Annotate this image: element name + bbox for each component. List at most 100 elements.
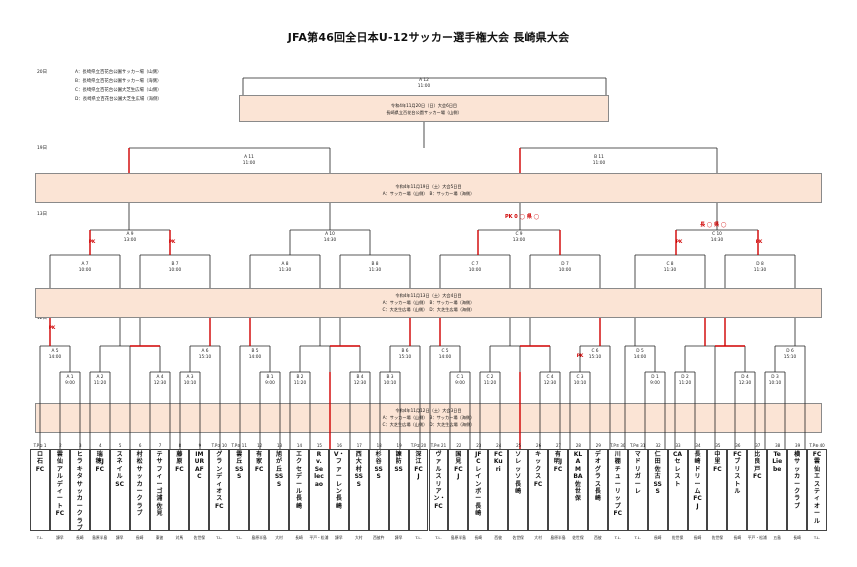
team-cell [89, 449, 110, 531]
day-label-12: 12日 [37, 316, 47, 321]
team-name: IMURAFC [194, 451, 205, 481]
team-seed-number: 24 [488, 443, 508, 448]
team-area: T.L. [236, 535, 243, 540]
team-seed-number: 3 [70, 443, 90, 448]
team-area: 長崎 [474, 535, 483, 540]
team-number: 13 [277, 443, 283, 448]
team-cell [49, 449, 70, 531]
team-cell [567, 449, 588, 531]
pk-mark: PK [48, 326, 56, 331]
team-cell [289, 449, 309, 531]
team-number: 14 [296, 443, 303, 448]
team-number: 20 [421, 443, 427, 448]
team-number: 4 [98, 443, 102, 448]
day12-info-box: 令和4年11月12日（土）大会3日目 A：サッカー場（山側） B：サッカー場（海… [35, 403, 822, 433]
team-cell [787, 449, 808, 531]
final-date: 令和4年11月20日（日）大会6日目 [390, 103, 458, 108]
team-number: 11 [241, 443, 247, 448]
team-name: FCブリストル [733, 451, 742, 496]
team-area: 諫早 [56, 535, 64, 540]
pk-mark: PK [755, 240, 763, 245]
team-name: 杉谷SSS [374, 451, 383, 481]
team-area: 平戸・松浦 [309, 535, 329, 540]
team-name: 川棚チューリップFC [613, 451, 623, 518]
team-number: 40 [819, 443, 825, 448]
day13-venue-ab: A：サッカー場（山側） B：サッカー場（海側） [382, 300, 475, 305]
team-number: 12 [257, 443, 263, 448]
team-cell [667, 449, 688, 531]
team-cell [189, 449, 210, 531]
team-name: 瑞穂JFC [95, 451, 104, 473]
team-name: ロ石FC [35, 451, 45, 473]
venue-c: C：長崎県立百花台公園大芝生広場（山側） [75, 88, 162, 93]
team-number: 9 [198, 443, 202, 448]
team-area: 島原半島 [550, 535, 566, 540]
day-label-19: 19日 [37, 146, 47, 151]
team-number: 30 [620, 443, 626, 448]
team-area: 佐世保 [512, 535, 524, 540]
team-cell [488, 449, 509, 531]
team-cell [627, 449, 648, 531]
team-area: 東彼 [155, 535, 164, 540]
team-name: 長崎ドリームFCJ [693, 451, 702, 510]
team-cell [528, 449, 549, 531]
team-number: 21 [441, 443, 447, 448]
team-cell [69, 449, 90, 531]
team-name: 雲仙アルディートFC [55, 451, 65, 518]
team-cell [209, 449, 230, 531]
team-name: 村松サッカークラブ [136, 451, 143, 518]
team-cell [269, 449, 290, 531]
team-number: 34 [695, 443, 701, 448]
team-area: 長崎 [653, 535, 662, 540]
team-area: 西彼杵 [372, 535, 385, 540]
team-seed-number: 18 [369, 443, 389, 448]
team-seed-number: 13 [269, 443, 289, 448]
team-area: 諫早 [115, 535, 124, 540]
team-area: 島原半島 [92, 535, 108, 540]
team-area: 西彼 [494, 535, 503, 540]
team-number: 19 [396, 443, 402, 448]
team-cell [30, 449, 50, 531]
day19-date: 令和4年11月19日（土）大会5日目 [395, 184, 462, 189]
team-seed-number: 6 [130, 443, 150, 448]
day12-venue-cd: C：大芝生広場（山側） D：大芝生広場（海側） [382, 422, 475, 427]
team-seed: T.P③ [211, 443, 221, 448]
team-seed-number: 19 [389, 443, 409, 448]
team-number: 36 [735, 443, 741, 448]
day12-date: 令和4年11月12日（土）大会3日目 [395, 408, 462, 413]
team-number: 22 [456, 443, 462, 448]
day19-info-box: 令和4年11月19日（土）大会5日目 A：サッカー場（山側） B：サッカー場（海… [35, 173, 822, 203]
team-name: ヴァルスリアン・FC [433, 451, 446, 510]
team-cell [249, 449, 270, 531]
team-area: 島原半島 [251, 535, 267, 540]
team-name: キックス FC [533, 451, 543, 488]
team-seed: T.P④ [430, 443, 441, 448]
team-area: 五島 [773, 535, 781, 540]
venue-b: B：長崎県立百花台公園サッカー場（海側） [75, 79, 162, 84]
team-name: Rv.Selecao [314, 451, 324, 488]
day13-info-box: 令和4年11月13日（土）大会4日目 A：サッカー場（山側） B：サッカー場（海… [35, 288, 822, 318]
team-number: 17 [356, 443, 362, 448]
team-cell [747, 449, 768, 531]
team-seed-number: T.P①1 [30, 443, 50, 448]
team-seed-number: T.P③10 [209, 443, 229, 448]
team-cell [687, 449, 708, 531]
team-seed-number: 27 [548, 443, 568, 448]
